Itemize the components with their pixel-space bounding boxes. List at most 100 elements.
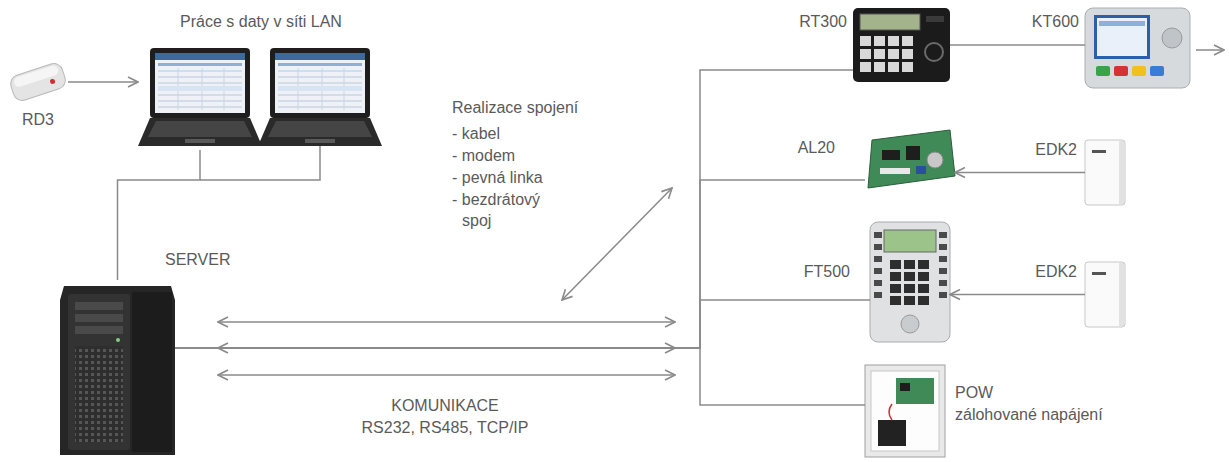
al20-board — [916, 166, 926, 174]
ft500-terminal — [918, 296, 929, 305]
device-caption: zálohované napájení — [955, 405, 1103, 425]
communication-arrows — [218, 188, 675, 375]
connector-line — [175, 70, 853, 348]
ft500-terminal — [890, 296, 901, 305]
ft500-terminal — [874, 244, 882, 250]
continuation-arrow — [1196, 49, 1224, 51]
rt300-terminal — [860, 62, 871, 72]
kt600-terminal — [1099, 21, 1145, 26]
al20-board — [882, 150, 900, 160]
rt300-terminal — [888, 62, 899, 72]
ft500-terminal — [870, 222, 950, 342]
ft500-terminal — [904, 284, 915, 293]
kt600-terminal — [1162, 28, 1182, 48]
laptop — [138, 48, 262, 146]
ft500-terminal — [939, 280, 947, 286]
ft500-terminal — [874, 292, 882, 298]
ft500-terminal — [939, 256, 947, 262]
device-label: Práce s daty v síti LAN — [180, 12, 342, 32]
server-tower — [75, 326, 123, 334]
ft500-terminal — [890, 272, 901, 281]
rt300-terminal — [860, 49, 871, 59]
al20-board — [927, 152, 943, 168]
card-reader — [49, 78, 55, 84]
rt300-terminal — [902, 49, 913, 59]
note-label: KOMUNIKACE — [391, 396, 499, 417]
laptop — [155, 53, 245, 113]
rt300-terminal — [853, 8, 950, 82]
laptop — [158, 71, 242, 107]
edk2-unit — [1119, 263, 1124, 326]
laptop — [158, 63, 242, 66]
note-label: - pevná linka — [452, 168, 543, 189]
communication-arrows — [218, 374, 675, 376]
lan-wire — [200, 146, 320, 180]
ft500-terminal — [918, 284, 929, 293]
rt300-terminal — [925, 43, 943, 61]
edk2-unit — [1085, 262, 1125, 327]
device-label: RD3 — [22, 110, 54, 130]
device-node: EDK2 — [1085, 262, 1125, 327]
ft500-terminal — [890, 260, 901, 269]
rt300-terminal — [926, 16, 944, 22]
kt600-terminal — [1096, 66, 1110, 76]
kt600-terminal — [1085, 8, 1190, 88]
device-node: EDK2 — [1085, 140, 1125, 205]
laptop — [155, 53, 245, 60]
edk2-unit — [1092, 150, 1106, 153]
server-tower — [60, 286, 175, 455]
server-tower — [68, 294, 130, 450]
edk2-unit — [1085, 262, 1125, 327]
power-supply — [889, 404, 892, 420]
laptop — [150, 48, 250, 118]
rt300-terminal — [860, 36, 871, 46]
device-label: RT300 — [799, 12, 847, 32]
device-node: POWzálohované napájení — [865, 365, 945, 457]
laptop — [138, 118, 262, 146]
power-supply — [871, 371, 939, 451]
rt300-terminal — [888, 36, 899, 46]
kt600-terminal — [1132, 66, 1146, 76]
laptop — [185, 139, 215, 143]
ft500-terminal — [890, 260, 929, 305]
device-label: KT600 — [1032, 12, 1079, 32]
device-node: AL20 — [865, 128, 955, 188]
device-label: EDK2 — [1035, 140, 1077, 160]
connector-line — [950, 44, 1085, 46]
note-label: - bezdrátový spoj — [452, 190, 564, 232]
rt300-terminal — [888, 49, 899, 59]
ft500-terminal — [939, 244, 947, 250]
al20-board — [868, 130, 955, 188]
edk2-unit — [1085, 140, 1125, 205]
ft500-terminal — [870, 222, 950, 342]
edk2-unit — [1085, 140, 1125, 205]
device-label: FT500 — [804, 262, 850, 282]
device-node: KT600 — [1085, 8, 1190, 88]
ft500-terminal — [939, 292, 947, 298]
kt600-terminal — [1150, 66, 1164, 76]
ft500-terminal — [904, 260, 915, 269]
connector-line — [955, 172, 1085, 174]
card-reader — [8, 61, 67, 102]
lan-group: Práce s daty v síti LAN — [138, 40, 384, 150]
server-tower — [116, 338, 120, 342]
connector-line — [950, 294, 1085, 296]
server-tower — [75, 314, 123, 322]
ft500-terminal — [904, 296, 915, 305]
device-label: POW — [955, 383, 993, 403]
ft500-terminal — [904, 272, 915, 281]
ft500-terminal — [939, 232, 947, 238]
server-tower — [132, 292, 172, 452]
note-label: RS232, RS485, TCP/IP — [362, 418, 529, 439]
power-supply — [896, 378, 934, 404]
ft500-terminal — [874, 280, 882, 286]
card-reader — [8, 61, 67, 102]
power-supply — [900, 383, 910, 391]
device-label: SERVER — [165, 250, 231, 270]
al20-board — [880, 168, 910, 174]
rt300-terminal — [860, 14, 920, 30]
ft500-terminal — [890, 284, 901, 293]
rt300-terminal — [874, 62, 885, 72]
